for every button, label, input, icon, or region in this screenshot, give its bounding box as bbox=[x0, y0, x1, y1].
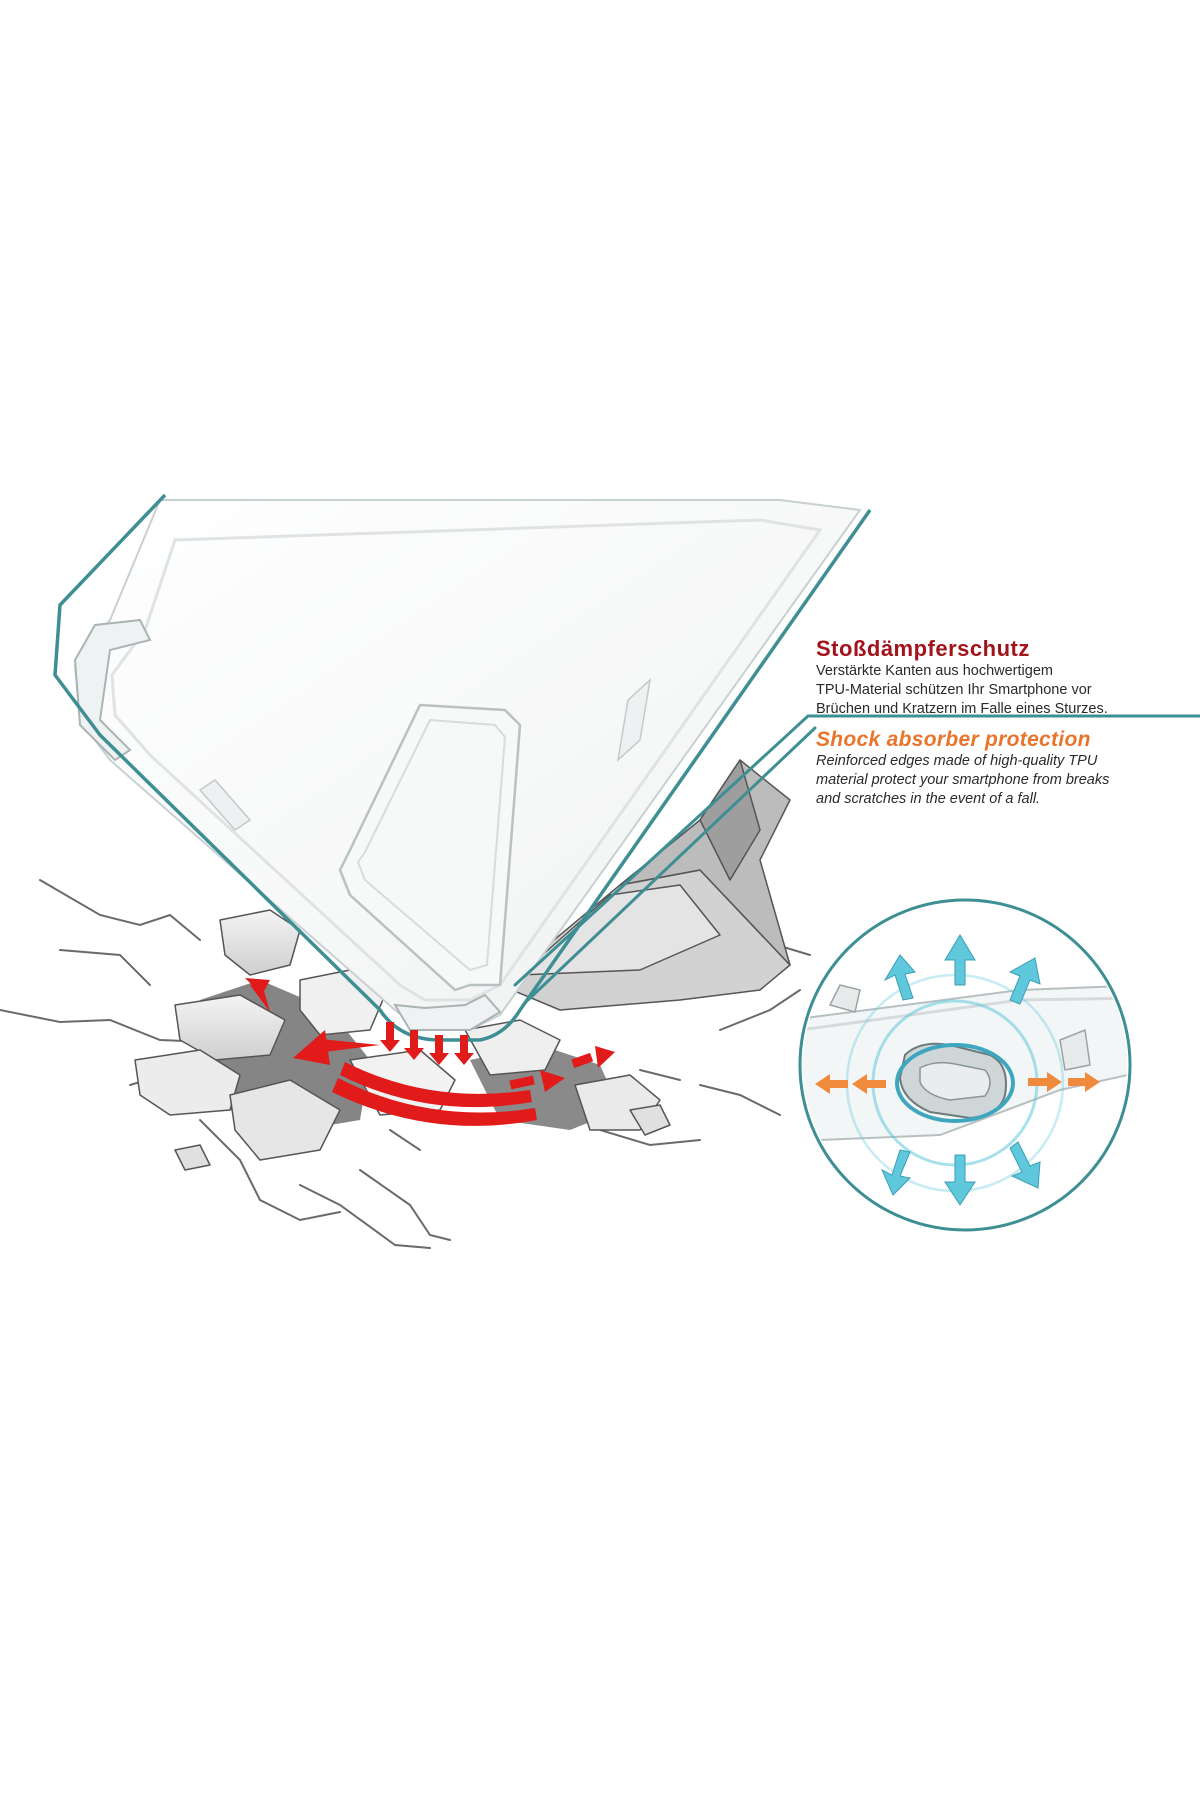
rubble bbox=[134, 759, 791, 1171]
feature-text-en-line: and scratches in the event of a fall. bbox=[816, 791, 1041, 807]
callout-line-icon bbox=[513, 714, 1200, 1002]
phone-case bbox=[53, 493, 872, 1042]
feature-text-de-line: Verstärkte Kanten aus hochwertigem bbox=[816, 663, 1053, 679]
feature-text-de-line: TPU-Material schützen Ihr Smartphone vor bbox=[816, 682, 1092, 698]
magnified-detail bbox=[798, 898, 1132, 1232]
shock-arrows-icon bbox=[880, 934, 1041, 1206]
feature-description: Stoßdämpferschutz Verstärkte Kanten aus … bbox=[816, 636, 1196, 809]
feature-text-en-line: Reinforced edges made of high-quality TP… bbox=[816, 753, 1098, 769]
feature-text-de-line: Brüchen und Kratzern im Falle eines Stur… bbox=[816, 701, 1108, 717]
feature-text-en-line: material protect your smartphone from br… bbox=[816, 772, 1110, 788]
camera-cutout bbox=[338, 703, 522, 992]
feature-title-de: Stoßdämpferschutz bbox=[816, 636, 1030, 661]
feature-title-en: Shock absorber protection bbox=[816, 728, 1091, 751]
spread-arrows-icon bbox=[815, 1072, 1100, 1094]
impact-arrows-icon bbox=[245, 978, 615, 1126]
